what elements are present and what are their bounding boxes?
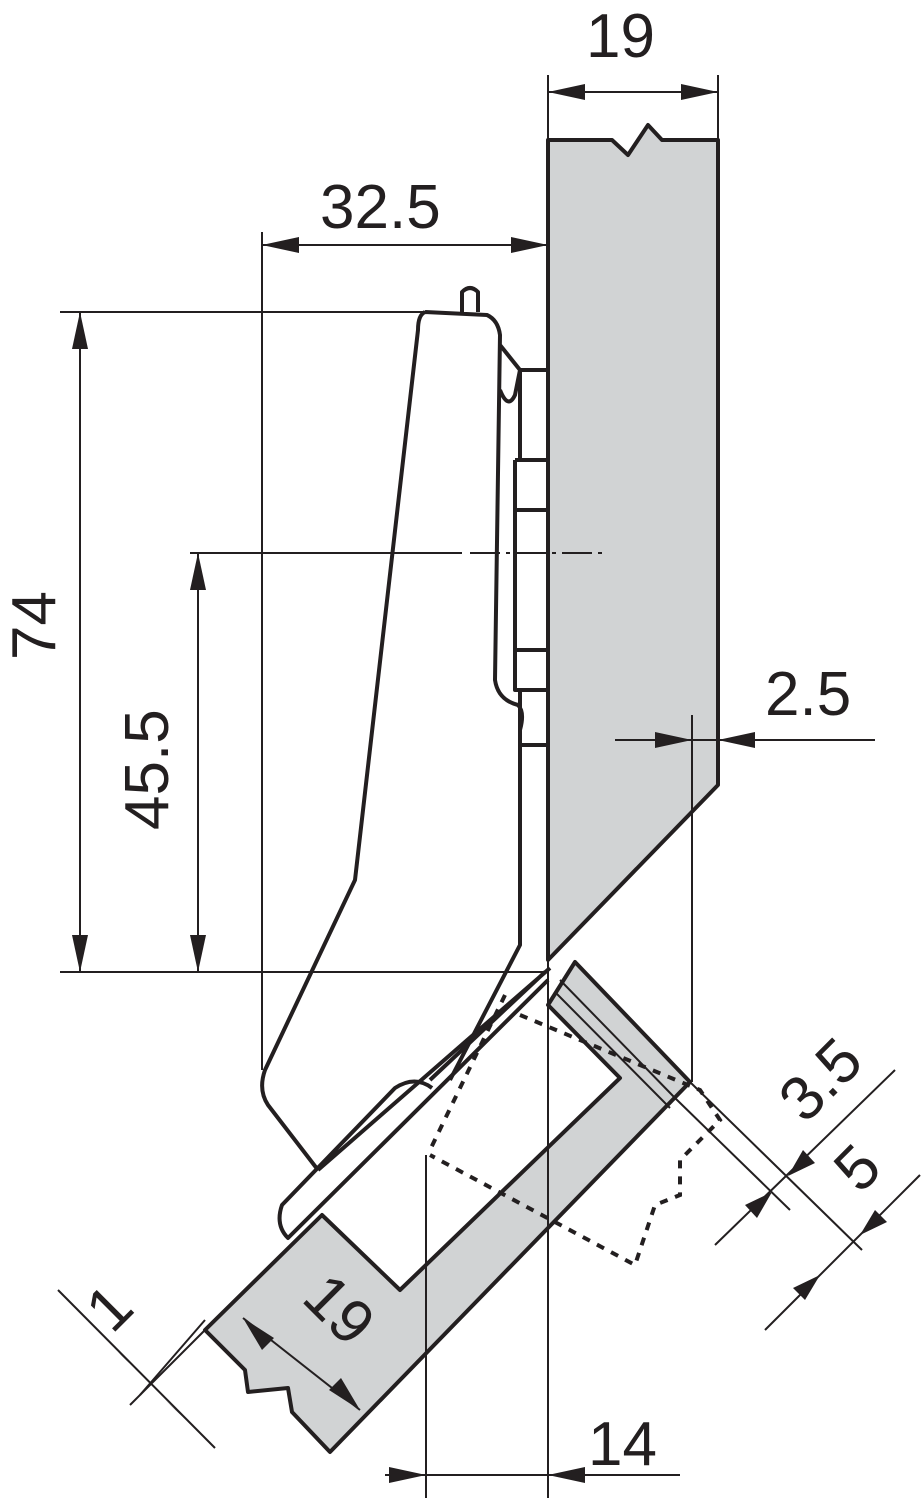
label-side-thickness: 19 xyxy=(586,2,655,71)
label-hinge-height: 74 xyxy=(0,591,69,660)
label-arm-projection: 32.5 xyxy=(320,173,441,242)
label-overlay: 5 xyxy=(821,1132,894,1205)
door-edge-lines xyxy=(554,979,676,1109)
label-edge-offset: 2.5 xyxy=(765,660,851,729)
label-center-height: 45.5 xyxy=(113,709,182,830)
hinge-arm xyxy=(260,286,525,1172)
hinge-link xyxy=(277,966,552,1240)
label-cup-distance: 3.5 xyxy=(766,1025,876,1135)
mounting-plate xyxy=(513,368,550,747)
hinge-cup-outline xyxy=(428,994,723,1268)
dimension-lines xyxy=(57,84,921,1483)
door-panel xyxy=(203,960,692,1454)
cabinet-side-panel xyxy=(546,123,720,962)
label-gap: 1 xyxy=(73,1272,146,1345)
label-cup-offset: 14 xyxy=(588,1410,657,1479)
extension-lines xyxy=(60,75,863,1498)
